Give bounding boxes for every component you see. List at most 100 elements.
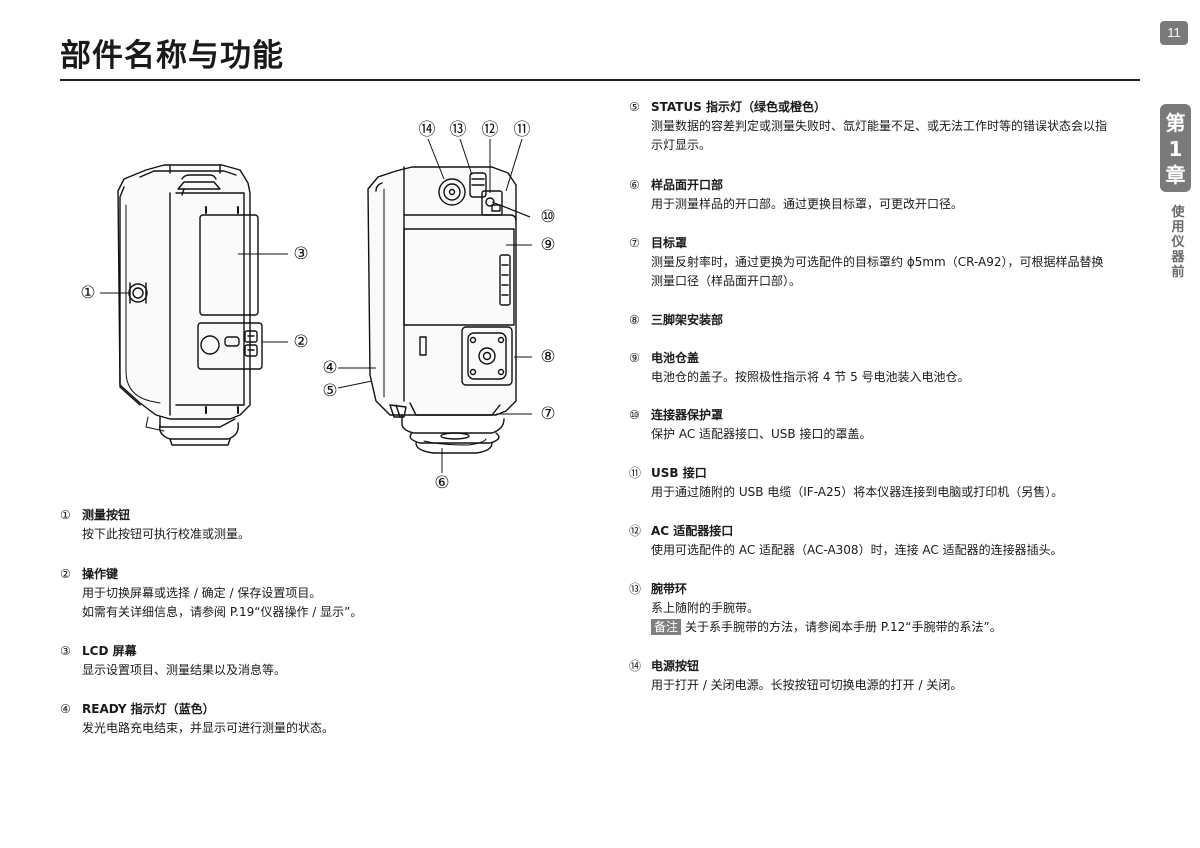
part-desc: 测量反射率时，通过更换为可选配件的目标罩约 ϕ5mm（CR-A92），可根据样品… bbox=[651, 255, 1104, 269]
part-item-1: ① 测量按钮 按下此按钮可执行校准或测量。 bbox=[60, 506, 250, 544]
part-title: LCD 屏幕 bbox=[82, 644, 137, 658]
part-desc: 电池仓的盖子。按照极性指示将 4 节 5 号电池装入电池仓。 bbox=[651, 370, 970, 384]
part-heading: ⑪ USB 接口 bbox=[629, 464, 1063, 483]
part-number: ⑤ bbox=[629, 100, 640, 114]
part-desc: 保护 AC 适配器接口、USB 接口的罩盖。 bbox=[651, 427, 872, 441]
part-item-6: ⑥ 样品面开口部 用于测量样品的开口部。通过更换目标罩，可更改开口径。 bbox=[629, 176, 963, 214]
part-desc: 如需有关详细信息，请参阅 P.19“仪器操作 / 显示”。 bbox=[82, 605, 363, 619]
title-rule bbox=[60, 79, 1140, 81]
part-number: ⑧ bbox=[629, 313, 640, 327]
page-title: 部件名称与功能 bbox=[60, 38, 284, 74]
part-number: ① bbox=[60, 508, 71, 522]
part-desc: 示灯显示。 bbox=[651, 138, 712, 152]
callout-3: ③ bbox=[293, 244, 308, 264]
part-number: ⑫ bbox=[629, 524, 642, 538]
part-title: 腕带环 bbox=[651, 582, 688, 596]
note-text: 关于系手腕带的方法，请参阅本手册 P.12“手腕带的系法”。 bbox=[685, 620, 1002, 634]
note-tag: 备注 bbox=[651, 619, 682, 635]
instrument-front-view bbox=[117, 164, 263, 446]
part-title: 测量按钮 bbox=[82, 508, 131, 522]
part-desc: 用于通过随附的 USB 电缆（IF-A25）将本仪器连接到电脑或打印机（另售）。 bbox=[651, 485, 1064, 499]
part-title: 连接器保护罩 bbox=[651, 408, 724, 422]
part-item-9: ⑨ 电池仓盖 电池仓的盖子。按照极性指示将 4 节 5 号电池装入电池仓。 bbox=[629, 349, 970, 387]
callout-4: ④ bbox=[322, 358, 337, 378]
page-number: 11 bbox=[1160, 21, 1188, 45]
part-desc: 显示设置项目、测量结果以及消息等。 bbox=[82, 663, 287, 677]
part-item-8: ⑧ 三脚架安装部 bbox=[629, 311, 723, 330]
part-heading: ⑩ 连接器保护罩 bbox=[629, 406, 871, 425]
part-title: 电源按钮 bbox=[651, 659, 700, 673]
callout-1: ① bbox=[80, 283, 95, 303]
callout-5: ⑤ bbox=[322, 381, 337, 401]
chapter-side-label: 使 用 仪 器 前 bbox=[1168, 205, 1188, 280]
part-heading: ⑫ AC 适配器接口 bbox=[629, 522, 1063, 541]
part-heading: ③ LCD 屏幕 bbox=[60, 642, 286, 661]
part-number: ⑭ bbox=[629, 659, 642, 673]
part-desc: 发光电路充电结束，并显示可进行测量的状态。 bbox=[82, 721, 335, 735]
part-item-7: ⑦ 目标罩 测量反射率时，通过更换为可选配件的目标罩约 ϕ5mm（CR-A92），… bbox=[629, 234, 1104, 291]
chapter-tab-prefix: 第 bbox=[1165, 111, 1186, 135]
part-number: ⑨ bbox=[629, 351, 640, 365]
callout-6: ⑥ bbox=[434, 473, 449, 493]
callout-11: ⑪ bbox=[514, 120, 531, 140]
part-number: ⑦ bbox=[629, 236, 640, 250]
part-item-2: ② 操作键 用于切换屏幕或选择 / 确定 / 保存设置项目。 如需有关详细信息，请… bbox=[60, 565, 362, 622]
part-desc: 用于测量样品的开口部。通过更换目标罩，可更改开口径。 bbox=[651, 197, 964, 211]
part-item-13: ⑬ 腕带环 系上随附的手腕带。 备注关于系手腕带的方法，请参阅本手册 P.12“手… bbox=[629, 580, 1002, 637]
side-label-char: 器 bbox=[1171, 250, 1185, 265]
part-number: ③ bbox=[60, 644, 71, 658]
part-title: USB 接口 bbox=[651, 466, 707, 480]
part-item-10: ⑩ 连接器保护罩 保护 AC 适配器接口、USB 接口的罩盖。 bbox=[629, 406, 871, 444]
part-desc: 测量数据的容差判定或测量失败时、氙灯能量不足、或无法工作时等的错误状态会以指 bbox=[651, 119, 1108, 133]
chapter-tab-number: 1 bbox=[1168, 137, 1183, 161]
callout-10: ⑩ bbox=[540, 207, 555, 227]
part-heading: ⑭ 电源按钮 bbox=[629, 657, 962, 676]
part-title: AC 适配器接口 bbox=[651, 524, 734, 538]
part-number: ⑩ bbox=[629, 408, 640, 422]
part-heading: ⑧ 三脚架安装部 bbox=[629, 311, 723, 330]
callout-14: ⑭ bbox=[419, 120, 436, 140]
part-number: ② bbox=[60, 567, 71, 581]
part-item-11: ⑪ USB 接口 用于通过随附的 USB 电缆（IF-A25）将本仪器连接到电脑或… bbox=[629, 464, 1063, 502]
side-label-char: 前 bbox=[1171, 265, 1185, 280]
callout-9: ⑨ bbox=[540, 235, 555, 255]
part-desc: 按下此按钮可执行校准或测量。 bbox=[82, 527, 251, 541]
part-desc: 系上随附的手腕带。 bbox=[651, 601, 760, 615]
part-note: 备注关于系手腕带的方法，请参阅本手册 P.12“手腕带的系法”。 bbox=[629, 618, 1002, 637]
part-title: 电池仓盖 bbox=[651, 351, 700, 365]
part-item-3: ③ LCD 屏幕 显示设置项目、测量结果以及消息等。 bbox=[60, 642, 286, 680]
part-desc: 使用可选配件的 AC 适配器（AC-A308）时，连接 AC 适配器的连接器插头… bbox=[651, 543, 1063, 557]
part-desc: 用于切换屏幕或选择 / 确定 / 保存设置项目。 bbox=[82, 586, 322, 600]
part-heading: ⑨ 电池仓盖 bbox=[629, 349, 970, 368]
part-title: STATUS 指示灯（绿色或橙色） bbox=[651, 100, 827, 114]
callout-7: ⑦ bbox=[540, 404, 555, 424]
instrument-illustration: ① ② ③ ④ ⑤ ⑥ ⑦ ⑧ ⑨ ⑩ ⑪ ⑫ ⑬ ⑭ bbox=[80, 120, 555, 493]
callout-8: ⑧ bbox=[540, 347, 555, 367]
part-number: ⑬ bbox=[629, 582, 642, 596]
part-title: 样品面开口部 bbox=[651, 178, 724, 192]
part-title: 三脚架安装部 bbox=[651, 313, 724, 327]
part-item-12: ⑫ AC 适配器接口 使用可选配件的 AC 适配器（AC-A308）时，连接 AC… bbox=[629, 522, 1063, 560]
part-title: 操作键 bbox=[82, 567, 119, 581]
callout-13: ⑬ bbox=[450, 120, 467, 140]
part-desc: 用于打开 / 关闭电源。长按按钮可切换电源的打开 / 关闭。 bbox=[651, 678, 963, 692]
part-item-14: ⑭ 电源按钮 用于打开 / 关闭电源。长按按钮可切换电源的打开 / 关闭。 bbox=[629, 657, 962, 695]
part-heading: ① 测量按钮 bbox=[60, 506, 250, 525]
part-heading: ② 操作键 bbox=[60, 565, 362, 584]
part-number: ⑪ bbox=[629, 466, 642, 480]
part-item-5: ⑤ STATUS 指示灯（绿色或橙色） 测量数据的容差判定或测量失败时、氙灯能量不… bbox=[629, 98, 1107, 155]
instrument-rear-view bbox=[367, 166, 517, 454]
chapter-tab: 第 1 章 bbox=[1160, 104, 1191, 192]
part-heading: ⑦ 目标罩 bbox=[629, 234, 1104, 253]
part-number: ④ bbox=[60, 702, 71, 716]
part-title: 目标罩 bbox=[651, 236, 688, 250]
part-heading: ⑬ 腕带环 bbox=[629, 580, 1002, 599]
part-heading: ⑥ 样品面开口部 bbox=[629, 176, 963, 195]
side-label-char: 仪 bbox=[1171, 235, 1185, 250]
callout-2: ② bbox=[293, 332, 308, 352]
side-label-char: 使 bbox=[1171, 205, 1185, 220]
part-number: ⑥ bbox=[629, 178, 640, 192]
chapter-tab-suffix: 章 bbox=[1165, 163, 1186, 187]
